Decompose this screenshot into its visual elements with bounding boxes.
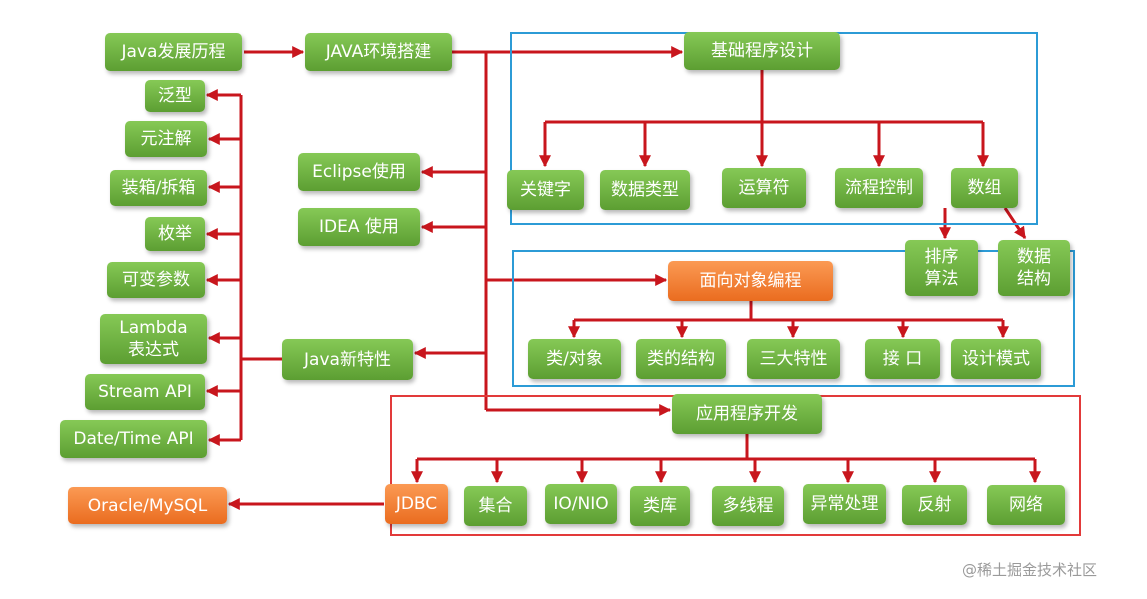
watermark: @稀土掘金技术社区 [962, 561, 1098, 579]
node-stream-api: Stream API [85, 374, 205, 410]
node-array: 数组 [951, 168, 1018, 208]
node-reflection: 反射 [902, 485, 967, 525]
node-sort-algorithm: 排序 算法 [905, 240, 978, 296]
node-design-patterns: 设计模式 [951, 339, 1041, 379]
node-class-object: 类/对象 [528, 339, 621, 379]
node-io-nio: IO/NIO [545, 484, 617, 524]
node-three-features: 三大特性 [747, 339, 840, 379]
node-boxing: 装箱/拆箱 [110, 170, 207, 206]
node-idea: IDEA 使用 [298, 208, 420, 246]
node-datatype: 数据类型 [600, 170, 690, 210]
node-collection: 集合 [464, 486, 527, 526]
node-class-structure: 类的结构 [636, 339, 726, 379]
node-jdbc: JDBC [385, 484, 448, 524]
node-data-structure: 数据 结构 [998, 240, 1070, 296]
node-varargs: 可变参数 [107, 262, 205, 298]
node-datetime-api: Date/Time API [60, 420, 207, 458]
node-basic-programming: 基础程序设计 [684, 32, 840, 70]
node-app-dev: 应用程序开发 [672, 394, 822, 434]
node-generics: 泛型 [145, 80, 205, 112]
node-multithread: 多线程 [712, 486, 784, 526]
node-library: 类库 [630, 486, 690, 526]
node-java-history: Java发展历程 [105, 33, 242, 71]
node-java-new: Java新特性 [282, 339, 413, 380]
node-exception: 异常处理 [803, 484, 886, 524]
node-java-env: JAVA环境搭建 [305, 33, 452, 71]
node-database: Oracle/MySQL [68, 487, 227, 524]
oop-frame [512, 250, 1075, 387]
node-network: 网络 [987, 485, 1065, 525]
trunk-main [452, 50, 488, 410]
node-operator: 运算符 [722, 168, 806, 208]
node-oop: 面向对象编程 [668, 261, 833, 301]
node-interface: 接 口 [865, 339, 940, 379]
node-lambda: Lambda 表达式 [100, 314, 207, 364]
node-enum: 枚举 [145, 217, 205, 251]
node-keyword: 关键字 [507, 170, 584, 210]
node-annotation: 元注解 [125, 121, 207, 157]
node-flow-control: 流程控制 [835, 168, 923, 208]
node-eclipse: Eclipse使用 [298, 153, 420, 191]
